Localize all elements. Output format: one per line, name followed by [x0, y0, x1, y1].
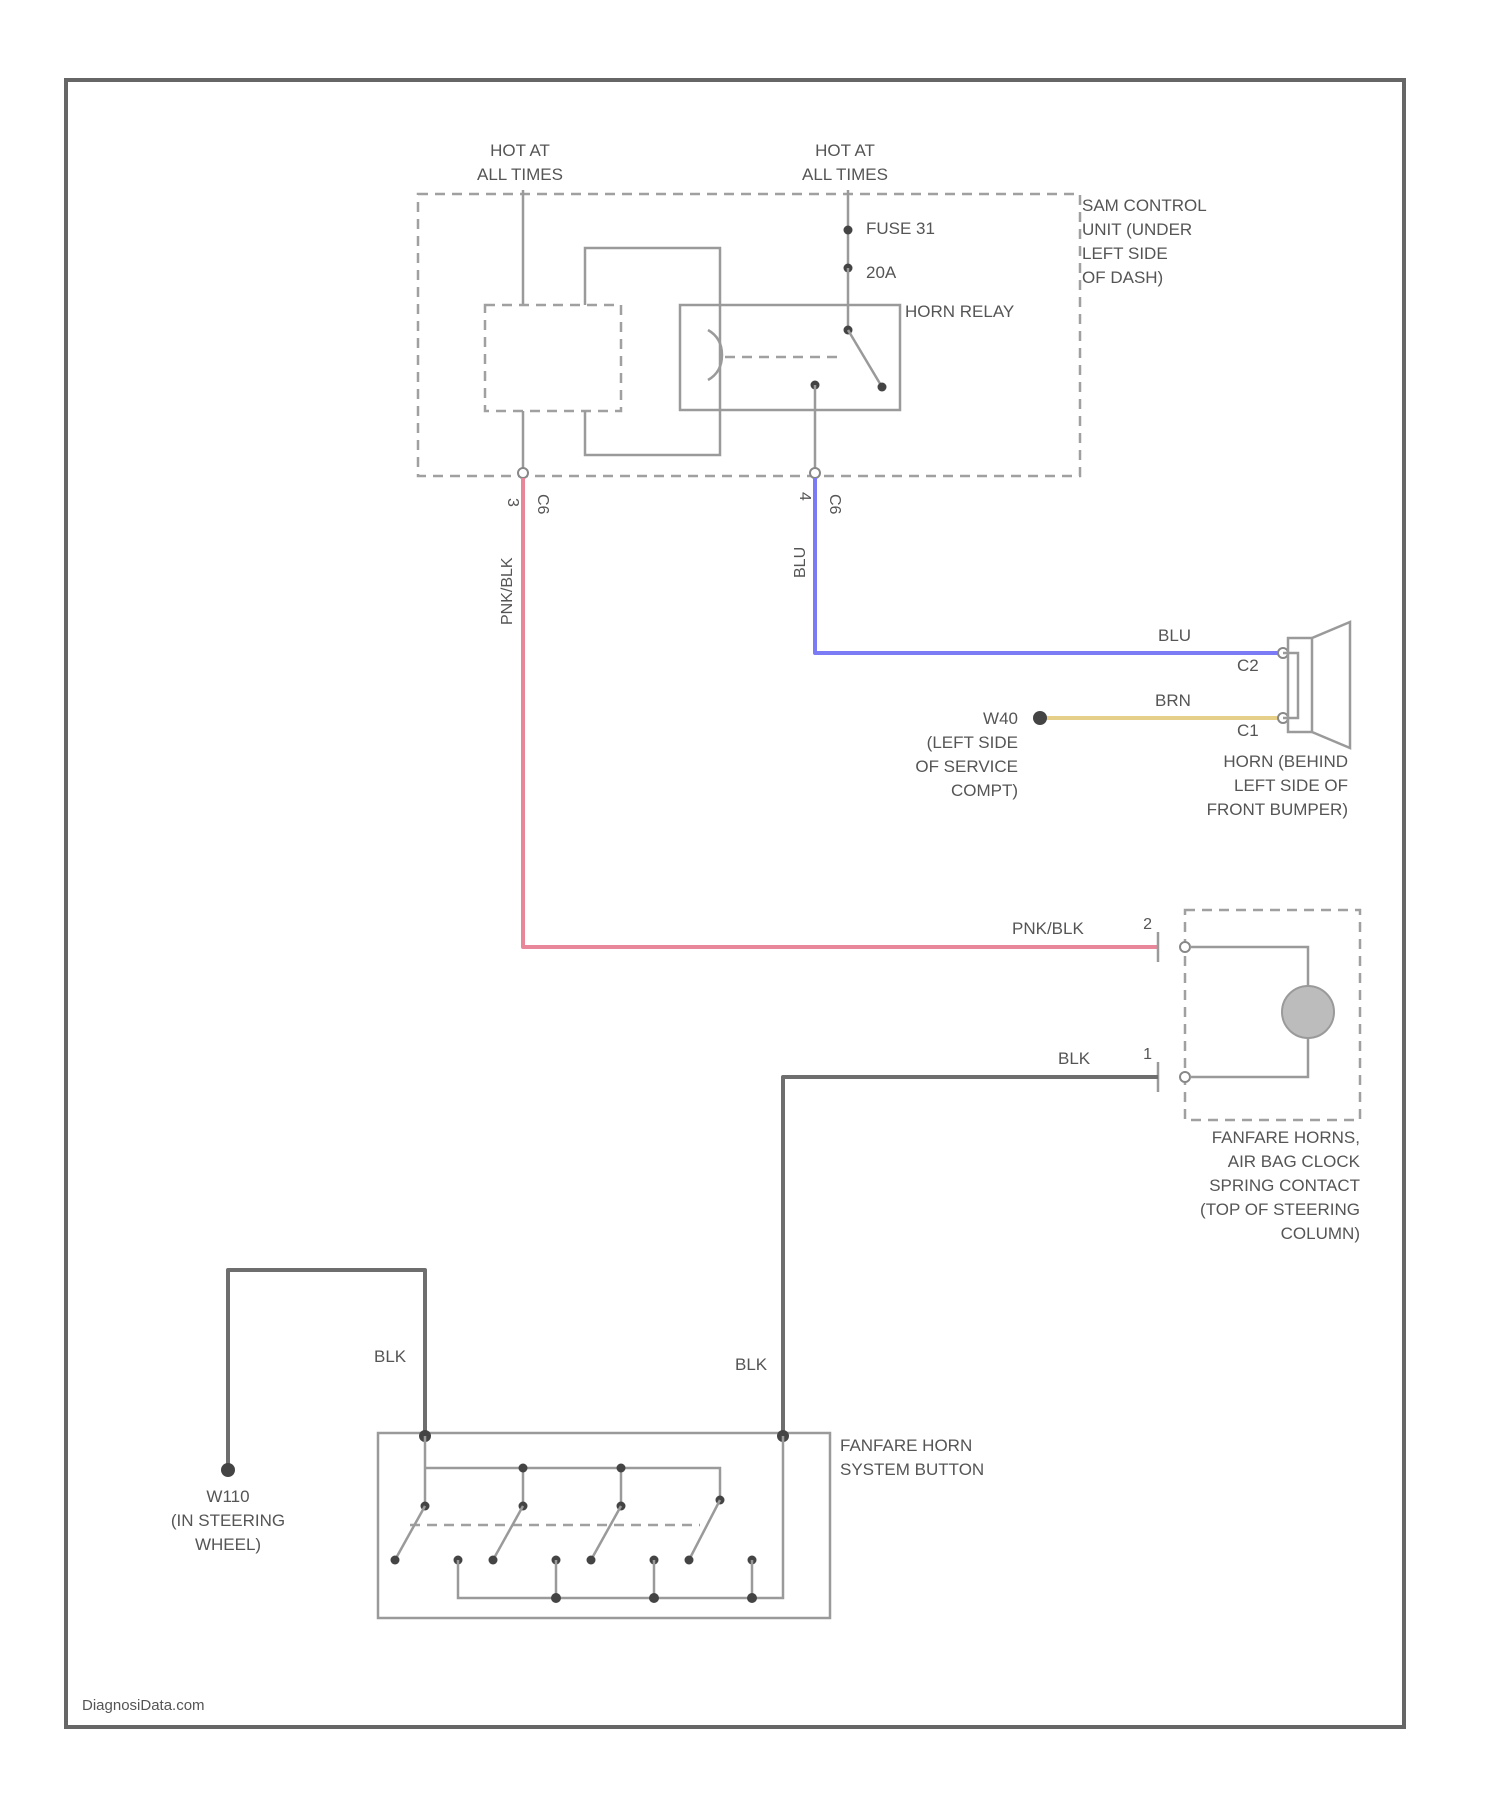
hot-label-left-line2: ALL TIMES: [477, 165, 563, 184]
relay-switch-end: [878, 383, 887, 392]
wire-blk-label-right: BLK: [735, 1355, 768, 1374]
wire-pnk-blk-label-vertical: PNK/BLK: [499, 557, 516, 625]
pin-4-terminal: [810, 468, 820, 478]
ground-w40-point: [1033, 711, 1047, 725]
fuse-terminal-top: [844, 226, 853, 235]
clock-terminal-1: [1180, 1072, 1190, 1082]
ground-w110-label: W110: [206, 1487, 249, 1506]
wire-blk-clock-to-button: [783, 1077, 1158, 1433]
switch-2-top: [519, 1464, 528, 1473]
wire-blk-label-top: BLK: [1058, 1049, 1091, 1068]
switch-1-tip: [391, 1556, 400, 1565]
diagram-frame: [66, 80, 1404, 1727]
control-unit-label-line1: SAM CONTROL: [1082, 196, 1207, 215]
horn-relay-box: [680, 305, 900, 410]
clock-pin-2-label: 2: [1143, 916, 1152, 933]
clock-pin-1-label: 1: [1143, 1046, 1152, 1063]
relay-coil-loop: [585, 248, 720, 455]
pin-4-connector: C6: [826, 494, 843, 515]
horn-button-label-line2: SYSTEM BUTTON: [840, 1460, 984, 1479]
wire-blu-label-horizontal: BLU: [1158, 626, 1191, 645]
wire-pnk-blk-label-horizontal: PNK/BLK: [1012, 919, 1084, 938]
pin-3-terminal: [518, 468, 528, 478]
wire-blu-label-vertical: BLU: [792, 547, 809, 578]
internal-module: [485, 305, 621, 411]
wire-brn-label: BRN: [1155, 691, 1191, 710]
horn-relay-label: HORN RELAY: [905, 302, 1014, 321]
control-unit-label-line2: UNIT (UNDER: [1082, 220, 1192, 239]
ground-w40-location-line2: OF SERVICE: [915, 757, 1018, 776]
sam-control-unit: SAM CONTROL UNIT (UNDER LEFT SIDE OF DAS…: [418, 141, 1207, 515]
switch-3-top: [617, 1464, 626, 1473]
switch-2-tip: [489, 1556, 498, 1565]
ground-w40-location-line3: COMPT): [951, 781, 1018, 800]
horn-c2-label: C2: [1237, 656, 1259, 675]
ground-w110-location-line1: (IN STEERING: [171, 1511, 285, 1530]
hot-label-right-line1: HOT AT: [815, 141, 875, 160]
ground-w110-point: [221, 1463, 235, 1477]
switch-3-arm: [591, 1506, 621, 1560]
bus-node-3: [747, 1593, 757, 1603]
horn-c1-label: C1: [1237, 721, 1259, 740]
clock-spring-component: 2 1 FANFARE HORNS, AIR BAG CLOCK SPRING …: [1143, 910, 1361, 1243]
watermark: DiagnosiData.com: [82, 1697, 205, 1714]
switch-top-bus: [425, 1468, 720, 1500]
switch-1-arm: [395, 1506, 425, 1560]
horn-label-line1: HORN (BEHIND: [1223, 752, 1348, 771]
horn-internal: [1283, 653, 1298, 718]
hot-label-left-line1: HOT AT: [490, 141, 550, 160]
ground-w40-location-line1: (LEFT SIDE: [927, 733, 1018, 752]
switch-bottom-bus: [458, 1436, 783, 1598]
bus-node-2: [649, 1593, 659, 1603]
bus-node-1: [551, 1593, 561, 1603]
relay-switch-arm: [848, 330, 882, 387]
control-unit-label-line3: LEFT SIDE: [1082, 244, 1168, 263]
clock-terminal-2: [1180, 942, 1190, 952]
horn-icon: [1312, 622, 1350, 748]
pin-4-label: 4: [796, 492, 813, 501]
switch-4-arm: [689, 1500, 720, 1560]
wire-blu: [815, 478, 1283, 653]
horn-button-label-line1: FANFARE HORN: [840, 1436, 972, 1455]
clock-spring-label-line2: AIR BAG CLOCK: [1228, 1152, 1361, 1171]
horn-button-component: FANFARE HORN SYSTEM BUTTON: [378, 1430, 984, 1618]
ground-w40-label: W40: [983, 709, 1018, 728]
hot-label-right-line2: ALL TIMES: [802, 165, 888, 184]
clock-spring-label-line4: (TOP OF STEERING: [1200, 1200, 1360, 1219]
switch-4-tip: [685, 1556, 694, 1565]
wire-blk-label-left: BLK: [374, 1347, 407, 1366]
clock-spring-label-line1: FANFARE HORNS,: [1212, 1128, 1360, 1147]
wire-blk-ground-to-button: [228, 1270, 425, 1468]
horn-label-line2: LEFT SIDE OF: [1234, 776, 1348, 795]
control-unit-label-line4: OF DASH): [1082, 268, 1163, 287]
pin-3-label: 3: [504, 498, 521, 507]
clock-spring-label-line3: SPRING CONTACT: [1209, 1176, 1360, 1195]
switch-3-tip: [587, 1556, 596, 1565]
clock-spring-label-line5: COLUMN): [1281, 1224, 1360, 1243]
ground-w110-location-line2: WHEEL): [195, 1535, 261, 1554]
fuse-label: FUSE 31: [866, 219, 935, 238]
switch-2-arm: [493, 1506, 523, 1560]
control-unit-outline: [418, 194, 1080, 476]
wire-pnk-blk: [523, 478, 1158, 947]
clock-spring-icon: [1282, 986, 1334, 1038]
horn-label-line3: FRONT BUMPER): [1207, 800, 1348, 819]
fuse-amp-label: 20A: [866, 263, 897, 282]
pin-3-connector: C6: [534, 494, 551, 515]
